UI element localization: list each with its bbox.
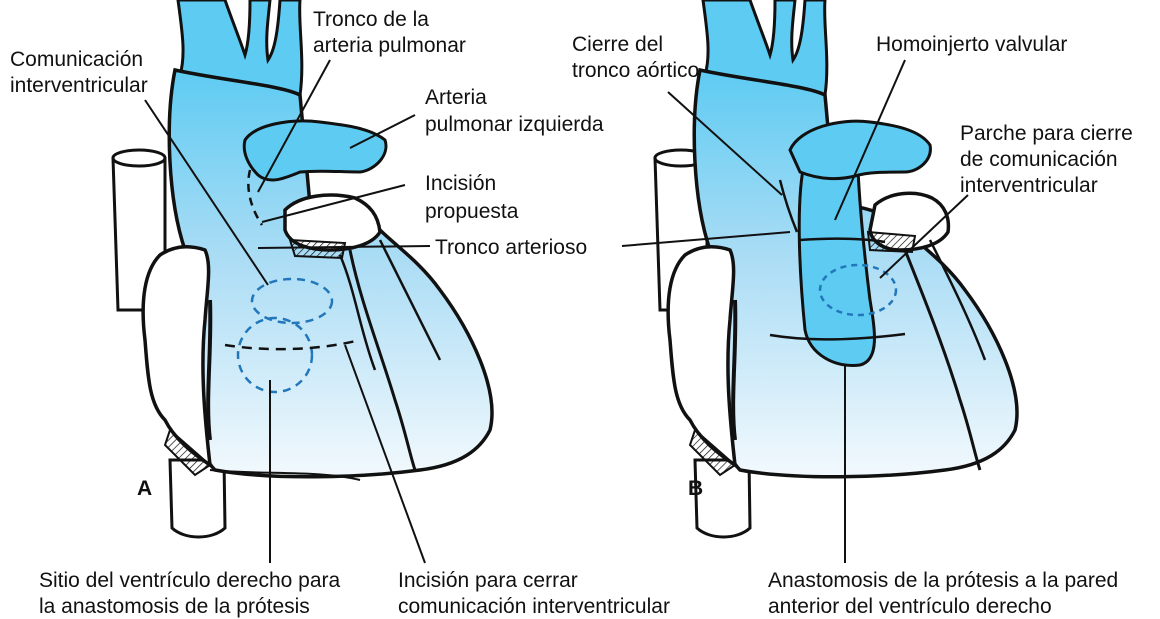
- label-cierre-2: tronco aórtico: [572, 59, 699, 82]
- label-parche-3: interventricular: [960, 174, 1098, 197]
- label-comunicacion-2: interventricular: [10, 74, 148, 97]
- label-incision-cerrar-2: comunicación interventricular: [398, 595, 670, 618]
- label-tronco-arterioso: Tronco arterioso: [435, 236, 587, 259]
- heart-a: [113, 0, 492, 563]
- label-incision-cerrar-1: Incisión para cerrar: [398, 569, 578, 592]
- heart-b: [622, 0, 1017, 563]
- label-incision-2: propuesta: [425, 200, 519, 223]
- label-parche-2: de comunicación: [960, 148, 1118, 171]
- label-tronco-pulmonar-1: Tronco de la: [313, 8, 429, 31]
- label-tronco-pulmonar-2: arteria pulmonar: [313, 34, 466, 57]
- label-arteria-izq-2: pulmonar izquierda: [425, 113, 604, 136]
- label-sitio-1: Sitio del ventrículo derecho para: [39, 569, 340, 592]
- label-comunicacion-1: Comunicación: [10, 48, 143, 71]
- label-anastomosis-2: anterior del ventrículo derecho: [768, 595, 1052, 618]
- label-anastomosis-1: Anastomosis de la prótesis a la pared: [768, 569, 1118, 592]
- label-sitio-2: la anastomosis de la prótesis: [39, 595, 310, 618]
- label-arteria-izq-1: Arteria: [425, 86, 487, 109]
- right-atrium-a: [143, 247, 210, 465]
- label-homoinjerto: Homoinjerto valvular: [876, 33, 1067, 56]
- left-pulmonary-artery-a: [244, 121, 386, 180]
- label-incision-1: Incisión: [425, 172, 496, 195]
- label-parche-1: Parche para cierre: [960, 122, 1133, 145]
- panel-letter-b: B: [688, 477, 703, 500]
- panel-letter-a: A: [137, 477, 152, 500]
- right-atrium-b: [668, 247, 735, 465]
- pulmonary-arteries-b: [790, 121, 930, 178]
- valved-homograft: [799, 151, 874, 365]
- label-cierre-1: Cierre del: [572, 33, 663, 56]
